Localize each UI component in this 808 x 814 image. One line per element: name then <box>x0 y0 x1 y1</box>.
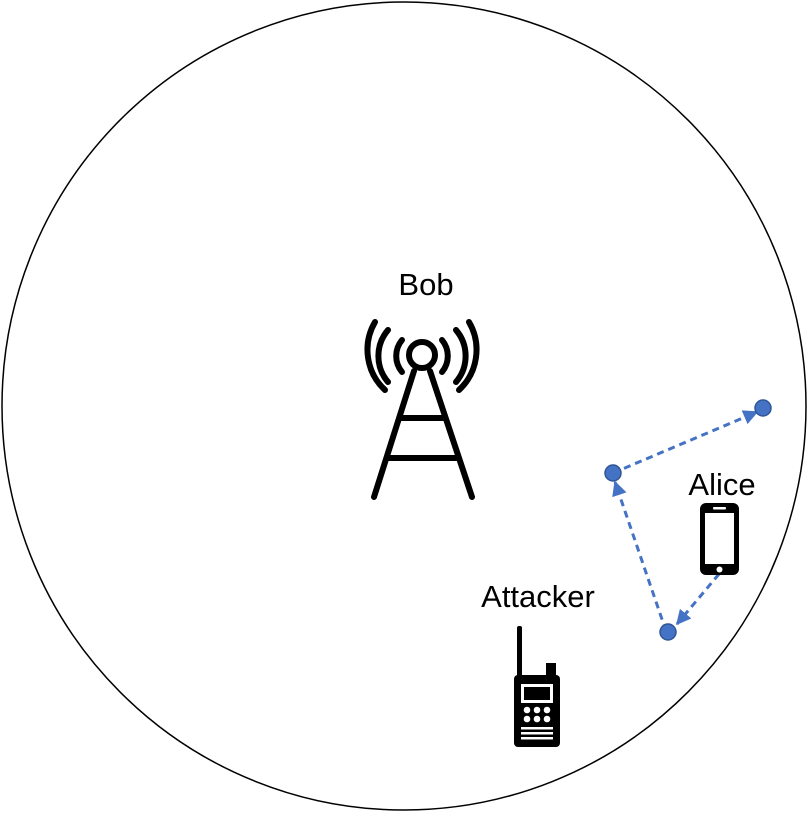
path-segment-2 <box>612 480 668 632</box>
alice-movement-path <box>604 399 772 641</box>
bob-label: Bob <box>398 267 453 302</box>
attacker-label: Attacker <box>481 579 595 614</box>
walkie-talkie-icon <box>514 626 560 747</box>
path-segment-1 <box>675 573 721 626</box>
cell-tower-icon <box>364 319 480 500</box>
alice-label: Alice <box>688 467 755 502</box>
path-segment-3 <box>612 410 759 475</box>
smartphone-icon <box>700 503 739 575</box>
waypoint-1 <box>604 464 622 482</box>
waypoint-2 <box>754 399 772 417</box>
waypoint-3 <box>659 623 677 641</box>
